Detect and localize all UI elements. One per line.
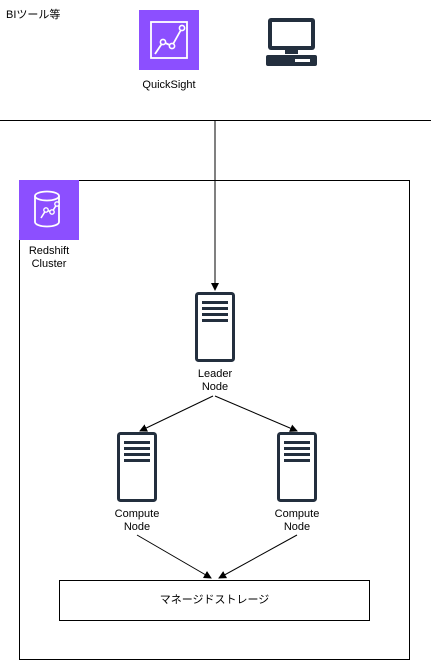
leader-node-label: Leader Node	[197, 368, 233, 393]
arrow-compute-left-to-storage	[136, 534, 212, 579]
quicksight-tile[interactable]	[139, 10, 199, 70]
quicksight-icon	[150, 21, 188, 59]
arrow-compute-right-to-storage	[218, 534, 298, 579]
redshift-tile[interactable]	[19, 180, 79, 240]
arrow-leader-to-compute-right	[214, 395, 298, 432]
compute-node-right-label: Compute Node	[274, 508, 320, 533]
redshift-cluster-label: Redshift Cluster	[28, 245, 70, 270]
redshift-icon	[34, 190, 60, 228]
bi-tools-group-title: BIツール等	[6, 9, 61, 21]
compute-node-right	[277, 432, 317, 502]
compute-node-left	[117, 432, 157, 502]
arrow-leader-to-compute-left	[139, 395, 214, 432]
managed-storage-box: マネージドストレージ	[59, 580, 370, 621]
compute-node-left-label: Compute Node	[114, 508, 160, 533]
quicksight-label: QuickSight	[142, 79, 196, 91]
desktop-computer-icon	[266, 18, 317, 66]
client-computer	[265, 16, 318, 67]
managed-storage-label: マネージドストレージ	[159, 594, 270, 606]
server-icon	[117, 432, 157, 502]
leader-node	[195, 292, 235, 362]
server-icon	[277, 432, 317, 502]
server-icon	[195, 292, 235, 362]
bi-tools-group	[0, 0, 431, 121]
